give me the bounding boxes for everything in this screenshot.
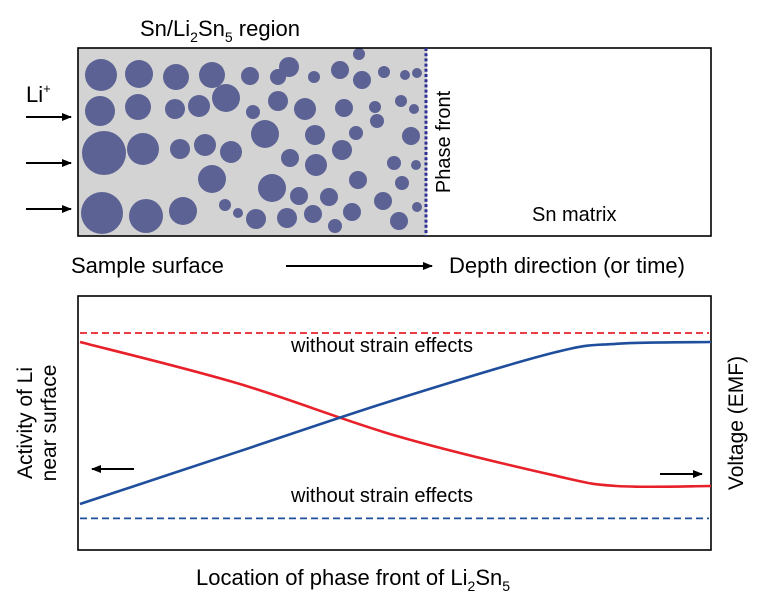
li2sn5-particle	[390, 212, 408, 230]
li2sn5-particle	[349, 126, 363, 140]
li2sn5-particle	[331, 61, 349, 79]
x-axis-label: Location of phase front of Li2Sn5	[196, 565, 510, 594]
li2sn5-particle	[81, 192, 123, 234]
li2sn5-particle	[305, 154, 327, 176]
li2sn5-particle	[353, 48, 365, 60]
li2sn5-particle	[246, 105, 260, 119]
li2sn5-particle	[400, 70, 410, 80]
li2sn5-particle	[219, 199, 231, 211]
li2sn5-particle	[290, 187, 308, 205]
li2sn5-particle	[304, 205, 322, 223]
li2sn5-particle	[320, 188, 338, 206]
li2sn5-particle	[199, 62, 225, 88]
li2sn5-particle	[374, 192, 392, 210]
li2sn5-particle	[125, 60, 153, 88]
li2sn5-particle	[343, 203, 361, 221]
lower-reference-label: without strain effects	[290, 485, 473, 507]
li2sn5-particle	[125, 94, 151, 120]
li2sn5-particle	[85, 96, 115, 126]
li2sn5-particle	[212, 84, 240, 112]
li2sn5-particle	[194, 134, 216, 156]
li2sn5-particle	[409, 104, 419, 114]
li2sn5-particle	[294, 98, 316, 120]
plot-frame	[77, 295, 712, 551]
li2sn5-particle	[335, 99, 353, 117]
li2sn5-particle	[127, 133, 159, 165]
li2sn5-particle	[328, 219, 342, 233]
li2sn5-particle	[165, 99, 185, 119]
li2sn5-particle	[279, 57, 299, 77]
upper-reference-label: without strain effects	[290, 335, 473, 357]
li2sn5-particle	[395, 95, 407, 107]
li2sn5-particles	[81, 48, 422, 234]
li2sn5-particle	[308, 71, 320, 83]
li2sn5-particle	[349, 171, 367, 189]
li2sn5-particle	[170, 139, 190, 159]
li2sn5-particle	[353, 71, 371, 89]
li2sn5-particle	[188, 95, 210, 117]
li2sn5-particle	[378, 66, 390, 78]
li2sn5-particle	[277, 208, 297, 228]
right-axis-label: Voltage (EMF)	[725, 356, 748, 490]
series-voltage-line	[79, 340, 712, 506]
li2sn5-particle	[169, 197, 197, 225]
li2sn5-particle	[258, 174, 286, 202]
sn-matrix-label: Sn matrix	[532, 204, 616, 226]
li2sn5-particle	[246, 209, 266, 229]
li2sn5-particle	[129, 199, 163, 233]
region-label: Sn/Li2Sn5 region	[140, 16, 300, 45]
li2sn5-particle	[85, 59, 117, 91]
li2sn5-particle	[305, 125, 325, 145]
phase-front-label: Phase front	[433, 90, 455, 193]
series-activity-line	[79, 340, 712, 489]
li2sn5-particle	[332, 140, 352, 160]
li2sn5-particle	[251, 120, 279, 148]
li2sn5-particle	[220, 141, 242, 163]
li-ion-label: Li+	[26, 81, 51, 107]
li2sn5-particle	[370, 114, 384, 128]
li2sn5-particle	[412, 68, 422, 78]
sample-surface-label: Sample surface	[71, 253, 224, 278]
li2sn5-particle	[198, 165, 226, 193]
li2sn5-particle	[163, 64, 189, 90]
left-axis-label-line2: near surface	[38, 365, 61, 482]
li2sn5-particle	[241, 67, 259, 85]
li2sn5-particle	[395, 176, 409, 190]
li2sn5-particle	[268, 91, 288, 111]
li2sn5-particle	[412, 202, 422, 212]
li2sn5-particle	[387, 156, 401, 170]
sample-box	[77, 47, 712, 237]
li2sn5-particle	[233, 208, 243, 218]
li2sn5-particle	[402, 127, 420, 145]
li2sn5-particle	[411, 160, 421, 170]
li2sn5-particle	[369, 101, 381, 113]
depth-direction-label: Depth direction (or time)	[449, 253, 685, 278]
left-axis-label-line1: Activity of Li	[14, 367, 37, 479]
li2sn5-particle	[281, 149, 299, 167]
li2sn5-particle	[82, 131, 126, 175]
